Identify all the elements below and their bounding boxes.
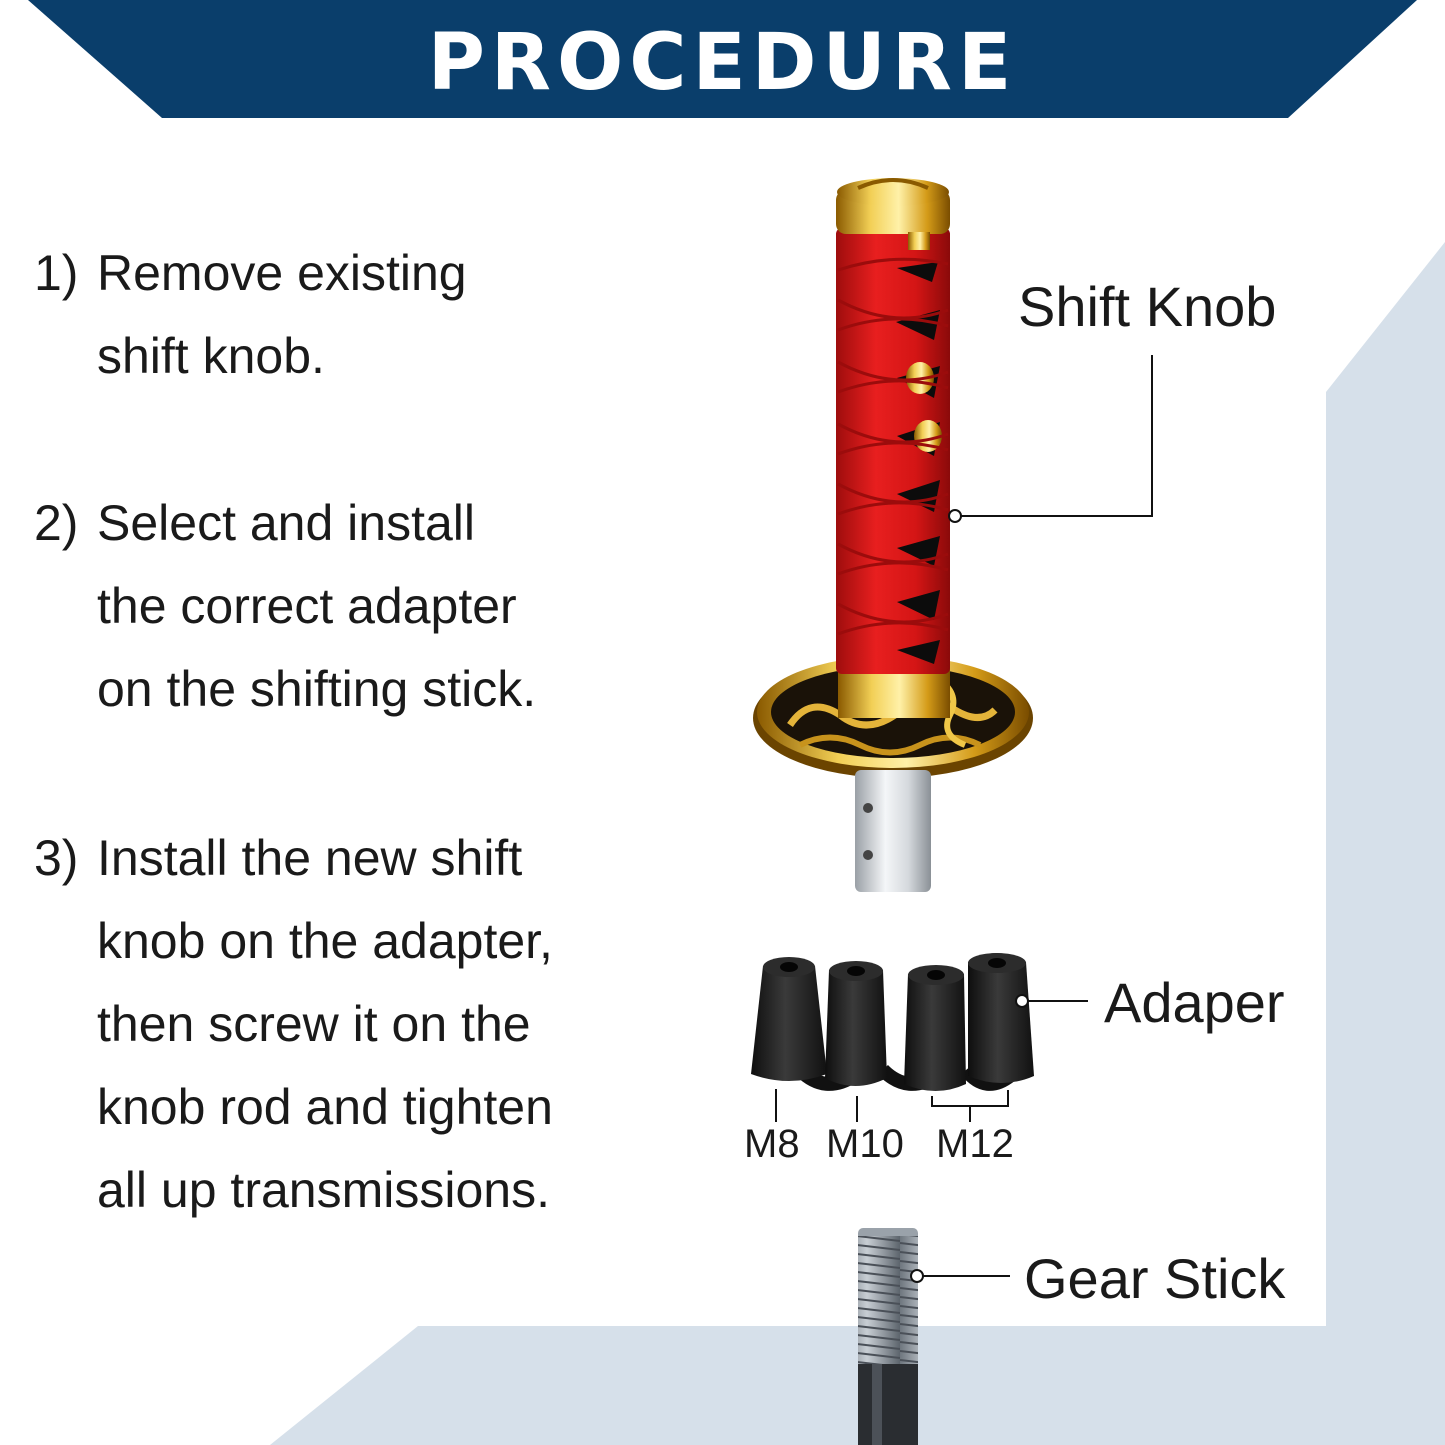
step-number: 2)	[34, 495, 79, 551]
shift-knob-image	[753, 178, 1033, 892]
adapter-sleeves-image	[751, 953, 1034, 1091]
step-line: then screw it on the	[97, 996, 531, 1052]
bg-panel-bottom	[270, 1326, 1445, 1445]
size-label-m8: M8	[744, 1122, 800, 1166]
step-line: Install the new shift	[97, 830, 523, 886]
step-line: the correct adapter	[97, 578, 517, 634]
shift-knob-label: Shift Knob	[1018, 275, 1277, 338]
size-label-m12: M12	[936, 1122, 1014, 1166]
shift-knob-leader	[955, 355, 1153, 517]
step-line: all up transmissions.	[97, 1162, 550, 1218]
step-line: knob rod and tighten	[97, 1079, 553, 1135]
adapter-label: Adaper	[1104, 971, 1285, 1034]
step-line: Remove existing	[97, 245, 467, 301]
page-title: PROCEDURE	[427, 18, 1018, 108]
step-line: shift knob.	[97, 328, 325, 384]
step-text: Remove existing shift knob.	[97, 232, 674, 398]
gear-stick-label: Gear Stick	[1024, 1247, 1286, 1310]
bg-panel-right	[1326, 242, 1445, 1445]
step-line: Select and install	[97, 495, 476, 551]
step-2: 2) Select and install the correct adapte…	[34, 482, 674, 731]
step-number: 1)	[34, 245, 79, 301]
step-line: knob on the adapter,	[97, 913, 553, 969]
procedure-steps: 1) Remove existing shift knob. 2) Select…	[34, 232, 674, 1232]
size-label-m10: M10	[826, 1122, 904, 1166]
step-text: Select and install the correct adapter o…	[97, 482, 674, 731]
step-1: 1) Remove existing shift knob.	[34, 232, 674, 398]
adapter-size-ticks	[775, 1089, 1009, 1122]
gear-stick-image	[858, 1228, 918, 1445]
step-text: Install the new shift knob on the adapte…	[97, 817, 674, 1232]
header-banner	[28, 0, 1417, 118]
step-line: on the shifting stick.	[97, 661, 537, 717]
step-3: 3) Install the new shift knob on the ada…	[34, 817, 674, 1232]
step-number: 3)	[34, 830, 79, 886]
